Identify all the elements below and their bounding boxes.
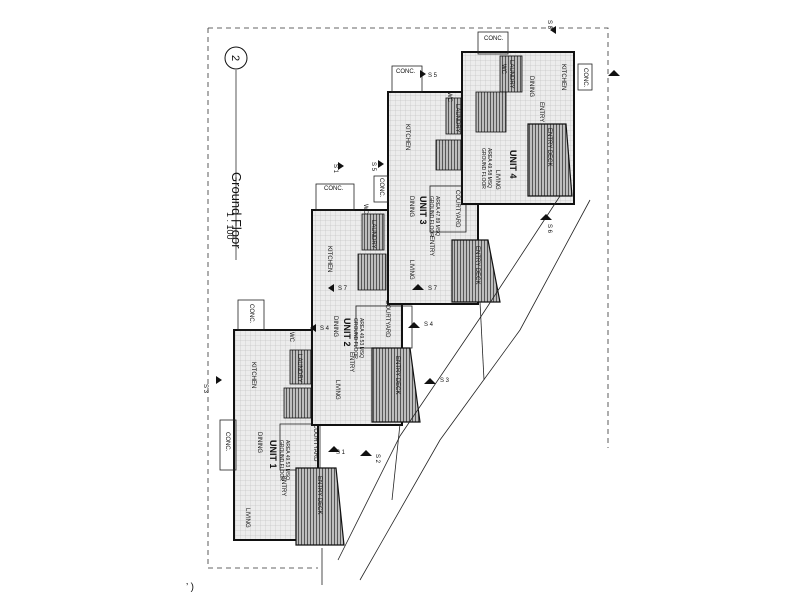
unit-4-laundry <box>499 55 523 93</box>
drawing-number-circle <box>224 46 248 70</box>
site-boundary <box>207 27 609 569</box>
unit-3-entry-deck-label: ENTRY DECK <box>474 246 480 284</box>
unit-3-courtyard-label: COURTYARD <box>454 190 460 228</box>
section-s3-left: S 3 <box>202 384 208 394</box>
unit-4-conc-b <box>577 63 593 91</box>
unit-3-kitchen: KITCHEN <box>404 124 410 150</box>
unit-3-laundry-label: LAUNDRY <box>454 104 460 133</box>
drawing-title: Ground Floor <box>229 172 244 249</box>
unit-4-entry-deck-label: ENTRY DECK <box>546 128 552 166</box>
drawing-scale: 1 : 100 <box>225 212 235 240</box>
unit-1-courtyard-label: COURTYARD <box>312 424 318 462</box>
unit-4-living: LIVING <box>494 170 500 190</box>
unit-3-conc-b <box>373 175 389 203</box>
unit-4-dining: DINING <box>528 76 534 97</box>
unit-1-entry-deck-label: ENTRY DECK <box>316 476 322 514</box>
unit-1-entry-deck <box>295 467 345 546</box>
unit-3-wc: WC <box>446 92 452 103</box>
unit-3-name: UNIT 3 <box>418 196 428 225</box>
section-s7-right: S 7 <box>428 286 438 292</box>
unit-1-kitchen: KITCHEN <box>250 362 256 388</box>
unit-2-laundry <box>361 213 385 251</box>
driveway-edge-outer <box>359 199 591 581</box>
unit-3-entry-deck <box>451 239 501 303</box>
section-s7-left: S 7 <box>338 286 348 292</box>
unit-2-entry-deck <box>371 347 421 423</box>
unit-2-courtyard-label: COURTYARD <box>384 300 390 338</box>
unit-1-area-line2: AREA 49.53 MSQ <box>284 440 290 480</box>
unit-1-conc-a-label: CONC. <box>248 304 254 324</box>
unit-2-entry: ENTRY <box>348 352 354 372</box>
unit-3-conc-a <box>391 65 423 93</box>
unit-3-conc-a-label: CONC. <box>396 69 416 75</box>
section-markers: S 3 S 1 S 1 S 2 S 3 S 4 S 4 S 5 S 5 S 6 … <box>202 20 620 464</box>
unit-3-conc-b-label: CONC. <box>378 178 384 198</box>
unit-4-wc: WC <box>500 64 506 75</box>
section-s3-right: S 3 <box>440 378 450 384</box>
unit-3-area-line2: AREA 47.89 MSQ <box>434 196 440 236</box>
unit-4-stair <box>475 91 507 133</box>
unit-4-area-line2: AREA 49.58 MSQ <box>486 148 492 188</box>
unit-4-entry: ENTRY <box>538 102 544 122</box>
unit-1-area-line1: GROUND FLOOR <box>278 440 284 481</box>
unit-2-stair <box>357 253 387 291</box>
section-s5-left: S 5 <box>370 162 376 172</box>
unit-1-entry: ENTRY <box>280 476 286 496</box>
unit-2-dining: DINING <box>332 316 338 337</box>
section-s2: S 2 <box>374 454 380 464</box>
unit-1-conc-a <box>237 299 265 331</box>
unit-1-name: UNIT 1 <box>268 440 278 469</box>
unit-2-name: UNIT 2 <box>342 318 352 347</box>
unit-2-laundry-label: LAUNDRY <box>370 220 376 249</box>
unit-4-kitchen: KITCHEN <box>560 64 566 90</box>
unit-1-conc-b-label: CONC. <box>224 432 230 452</box>
unit-4-conc-a <box>477 31 509 55</box>
corner-mark: ’ ) <box>186 582 194 593</box>
unit-4-name: UNIT 4 <box>508 150 518 179</box>
unit-2-living: LIVING <box>334 380 340 400</box>
section-s4-right: S 4 <box>424 322 434 328</box>
unit-2-area-line2: AREA 49.53 MSQ <box>358 318 364 358</box>
unit-1-laundry-label: LAUNDRY <box>296 354 302 383</box>
unit-3-dining: DINING <box>408 196 414 217</box>
drawing-number: 2 <box>229 55 241 61</box>
section-s1-top: S 1 <box>332 164 338 174</box>
unit-1-dining: DINING <box>256 432 262 453</box>
unit-4-area-line1: GROUND FLOOR <box>480 148 486 189</box>
unit-3-area-line1: GROUND FLOOR <box>428 196 434 237</box>
unit-4-conc-b-label: CONC. <box>582 68 588 88</box>
unit-3-courtyard <box>429 185 467 233</box>
unit-4-conc-a-label: CONC. <box>484 36 504 42</box>
unit-4-entry-deck <box>527 123 573 197</box>
section-s5-top: S 5 <box>428 73 438 79</box>
section-s4-left: S 4 <box>320 326 330 332</box>
section-s1-bottom: S 1 <box>336 450 346 456</box>
section-s8: S 8 <box>546 20 552 30</box>
unit-4: UNIT 4 GROUND FLOOR AREA 49.58 MSQ DININ… <box>461 31 593 205</box>
unit-2-entry-deck-label: ENTRY DECK <box>394 356 400 394</box>
unit-3-entry: ENTRY <box>428 236 434 256</box>
unit-2-conc-a-label: CONC. <box>324 186 344 192</box>
unit-1-wc: WC <box>288 332 294 343</box>
unit-2-kitchen: KITCHEN <box>326 246 332 272</box>
unit-2-conc-a <box>315 183 355 211</box>
unit-2-area-line1: GROUND FLOOR <box>352 318 358 359</box>
unit-1-conc-b <box>219 419 237 471</box>
section-s6: S 6 <box>546 224 552 234</box>
unit-3-living: LIVING <box>408 260 414 280</box>
unit-1-living: LIVING <box>244 508 250 528</box>
unit-2-wc: WC <box>362 204 368 215</box>
unit-1-stair <box>283 387 313 419</box>
lot-line-2 <box>391 423 401 501</box>
driveway-edge-inner <box>337 195 561 561</box>
unit-4-laundry-label: LAUNDRY <box>508 60 514 89</box>
unit-1: UNIT 1 GROUND FLOOR AREA 49.53 MSQ DININ… <box>219 299 345 546</box>
lot-line-3 <box>479 301 485 381</box>
